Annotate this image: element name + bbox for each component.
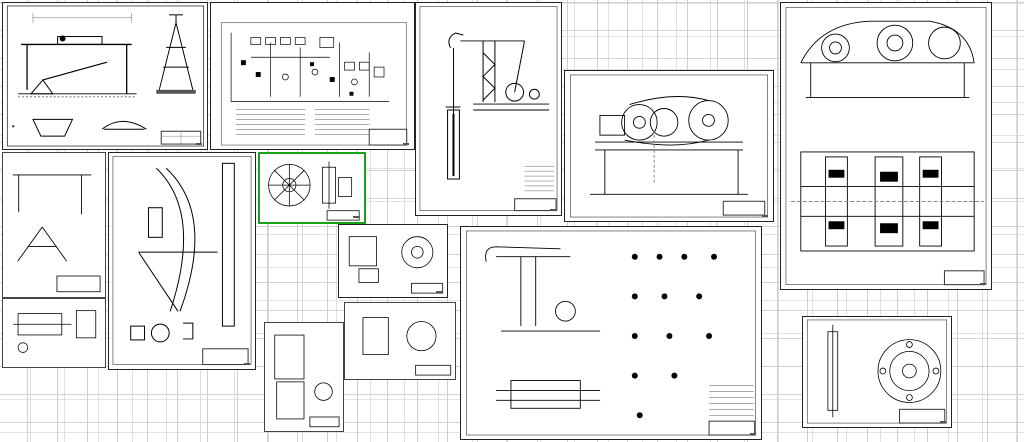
sheet-title-block (980, 283, 986, 285)
pulley-drawing (274, 334, 340, 428)
arc-beam-sheet[interactable] (108, 152, 256, 370)
bushing-sheet[interactable] (344, 302, 456, 380)
gearbox-drawing (785, 7, 987, 286)
sheet-title-block (353, 216, 359, 218)
drive-assembly-drawing (570, 74, 768, 218)
flange-sheet[interactable] (802, 316, 952, 428)
disc-part-sheet[interactable] (258, 152, 366, 224)
sheet-title-block (244, 363, 250, 365)
frame-detail-drawing (12, 174, 101, 293)
schematic-drawing (220, 22, 408, 146)
frame-detail-sheet[interactable] (2, 152, 106, 298)
flange-drawing (806, 319, 948, 424)
gearbox-sheet[interactable] (780, 2, 992, 290)
disc-part-drawing (268, 161, 360, 221)
pump-frame-drawing (6, 5, 205, 147)
bushing-drawing (362, 317, 452, 376)
sheet-title-block (403, 143, 409, 145)
sheet-title-block (436, 291, 442, 293)
drive-assembly-sheet[interactable] (564, 70, 774, 222)
sheet-title-block (550, 209, 556, 211)
assembly-sheet[interactable] (460, 226, 762, 440)
details-drawing (348, 236, 444, 294)
sheet-title-block (196, 143, 202, 145)
pump-frame-sheet[interactable] (2, 2, 208, 150)
details-sheet[interactable] (338, 224, 448, 298)
support-sheet[interactable] (2, 298, 106, 368)
pulley-sheet[interactable] (264, 322, 344, 432)
hydraulic-schematic-sheet[interactable] (210, 2, 415, 150)
arc-beam-drawing (112, 156, 252, 366)
sheet-title-block (940, 421, 946, 423)
support-drawing (13, 310, 97, 353)
sheet-title-block (750, 433, 756, 435)
sheet-title-block (762, 215, 768, 217)
pumping-unit-sheet[interactable] (415, 2, 562, 216)
pumping-unit-drawing (419, 6, 558, 212)
assembly-drawing (466, 230, 756, 436)
